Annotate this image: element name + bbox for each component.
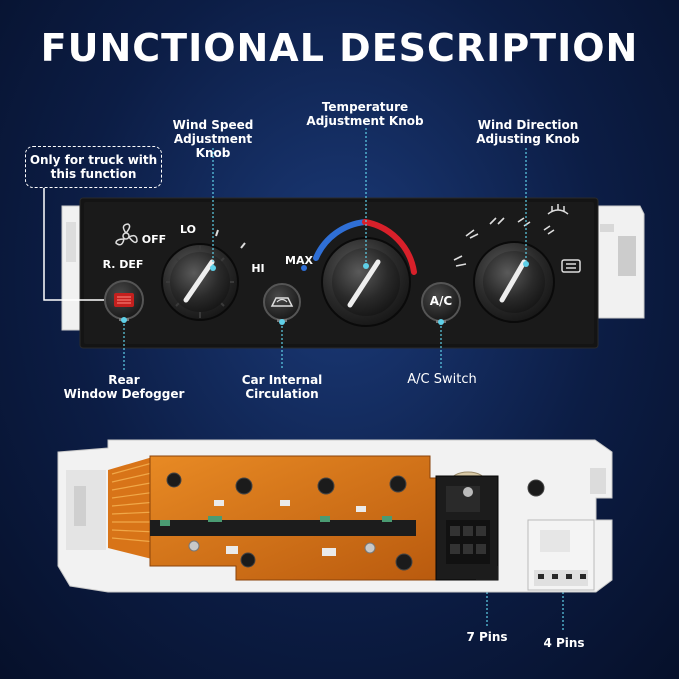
connector-7pin [435, 475, 499, 581]
defrost-icon [547, 204, 569, 215]
panel-max-text: MAX [285, 254, 313, 267]
connector-4pin [527, 519, 595, 591]
four-pins-label: 4 Pins [543, 636, 585, 650]
fan-icon [115, 223, 138, 246]
page-title: FUNCTIONAL DESCRIPTION [40, 26, 639, 70]
panel-rdef-text: R. DEF [102, 258, 144, 271]
temperature-knob [321, 237, 411, 327]
seven-pins-label: 7 Pins [466, 630, 508, 644]
panel-off-text: OFF [141, 233, 167, 246]
panel-lo-text: LO [180, 223, 196, 236]
rear-defrost-icon [561, 259, 581, 273]
wind-speed-knob [161, 243, 239, 321]
ac-button-text: A/C [429, 294, 453, 308]
wind-direction-knob [473, 241, 555, 323]
hot-arc [362, 219, 417, 275]
cold-arc [313, 219, 368, 261]
ac-switch-label: A/C Switch [407, 372, 477, 387]
panel-bracket-right [595, 205, 645, 319]
panel-hi-text: HI [251, 262, 265, 275]
truck-function-callout: Only for truck with this function [25, 146, 162, 188]
direction-icons [453, 217, 555, 267]
ribbon-connector [108, 456, 157, 560]
circuit-board-assembly [57, 439, 613, 593]
